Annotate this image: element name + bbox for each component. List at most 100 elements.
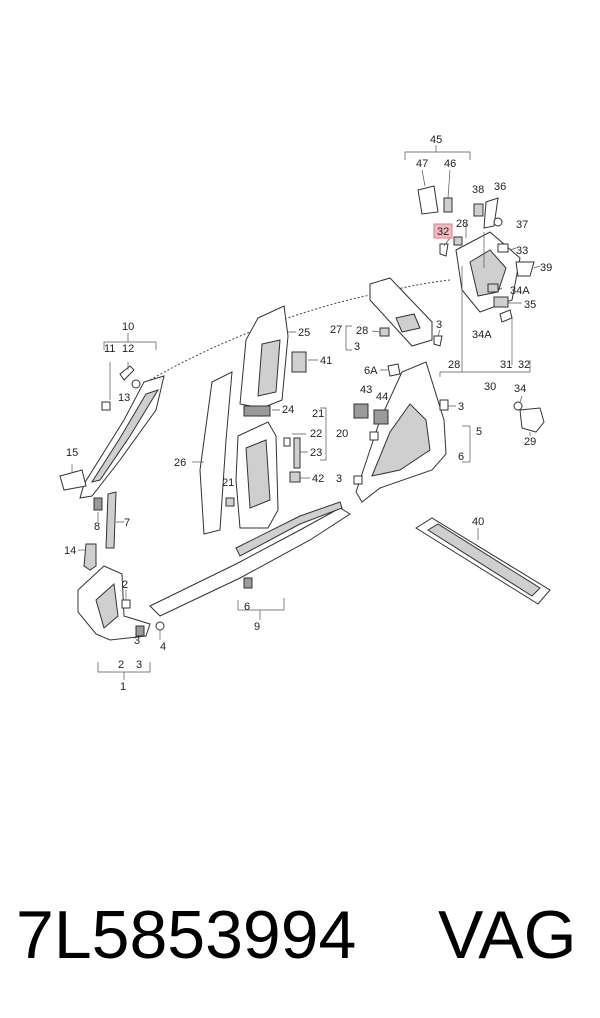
clip-44 — [373, 409, 389, 425]
clip-6b — [243, 577, 253, 589]
callout-46: 46 — [444, 158, 456, 170]
callout-23: 23 — [310, 447, 322, 459]
clip-11 — [101, 401, 111, 411]
callout-6b: 6 — [244, 601, 250, 613]
callout-35: 35 — [524, 299, 536, 311]
callout-8: 8 — [94, 521, 100, 533]
clip-22 — [283, 437, 291, 447]
callout-12: 12 — [122, 343, 134, 355]
trim-26 — [199, 371, 233, 535]
callout-33: 33 — [516, 245, 528, 257]
callout-21b: 21 — [222, 477, 234, 489]
callout-1: 1 — [120, 681, 126, 693]
callout-3e: 3 — [134, 635, 140, 647]
clip-2a — [121, 599, 131, 609]
part-7-8-group — [93, 491, 124, 549]
bracket-47 — [417, 185, 439, 215]
callout-24: 24 — [282, 404, 294, 416]
clip-34A-a — [487, 283, 499, 293]
bracket-41 — [291, 351, 307, 373]
part-27-group — [345, 277, 443, 351]
callout-9: 9 — [254, 621, 260, 633]
callout-13: 13 — [118, 392, 130, 404]
sill-trim-9-edge — [235, 501, 343, 557]
screw-46 — [443, 197, 453, 213]
clip-6a — [369, 431, 379, 441]
part-9-group — [149, 501, 351, 620]
part-40-group — [415, 517, 551, 605]
callout-6A: 6A — [364, 365, 378, 377]
callout-37: 37 — [516, 219, 528, 231]
callout-43: 43 — [360, 384, 372, 396]
callout-7: 7 — [124, 517, 130, 529]
strip-23 — [293, 437, 301, 469]
roof-line — [149, 279, 451, 381]
callout-27: 27 — [330, 324, 342, 336]
callout-45: 45 — [430, 134, 442, 146]
callout-28a: 28 — [456, 218, 468, 230]
callout-10: 10 — [122, 321, 134, 333]
b-pillar-lower-inner — [245, 439, 271, 509]
b-pillar-upper-inner — [257, 339, 281, 397]
callout-29: 29 — [524, 436, 536, 448]
screw-37 — [493, 217, 503, 227]
part-29-group — [513, 395, 545, 436]
latch-24 — [243, 405, 271, 417]
callout-4: 4 — [160, 641, 166, 653]
clip-28a — [453, 236, 463, 246]
callout-40: 40 — [472, 516, 484, 528]
clip-3c — [439, 399, 449, 411]
callout-14: 14 — [64, 545, 76, 557]
screw-34 — [513, 401, 523, 411]
callout-38: 38 — [472, 184, 484, 196]
callout-22: 22 — [310, 428, 322, 440]
b-pillar-lower-group — [235, 405, 327, 529]
callout-42: 42 — [312, 473, 324, 485]
callout-30: 30 — [484, 381, 496, 393]
callout-25: 25 — [298, 327, 310, 339]
callout-15: 15 — [66, 447, 78, 459]
callout-3f: 3 — [136, 659, 142, 671]
clip-42 — [289, 471, 301, 483]
a-pillar-inner — [90, 389, 160, 483]
lower-a-pillar-inner — [95, 582, 119, 629]
clip-38 — [473, 203, 484, 217]
footer: 7L5853994 VAG — [0, 880, 600, 990]
trim-5-inner — [371, 403, 431, 477]
brand-label: VAG — [438, 897, 577, 973]
pin-34A-b — [499, 309, 513, 323]
callout-26: 26 — [174, 457, 186, 469]
sill-40-inner — [427, 523, 541, 597]
callout-47: 47 — [416, 158, 428, 170]
part-45-group — [404, 145, 471, 215]
callout-34A-a: 34A — [510, 285, 530, 297]
sill-trim-9 — [149, 507, 351, 617]
callout-31: 31 — [500, 359, 512, 371]
callout-21a: 21 — [312, 408, 324, 420]
callout-32: 32 — [437, 226, 449, 238]
clip-6A — [387, 363, 401, 377]
callout-32b: 32 — [518, 359, 530, 371]
callout-2b: 2 — [118, 659, 124, 671]
clip-33 — [497, 243, 509, 253]
clip-21b — [225, 497, 235, 507]
clip-35 — [493, 296, 509, 308]
b-pillar-upper-group — [239, 305, 318, 409]
callout-5: 5 — [476, 426, 482, 438]
part-5-group — [353, 361, 471, 503]
callout-2a: 2 — [122, 579, 128, 591]
bracket-14 — [83, 543, 97, 571]
callout-3d: 3 — [336, 473, 342, 485]
callout-36: 36 — [494, 181, 506, 193]
part-1-group — [77, 565, 165, 680]
clip-28c — [379, 327, 390, 337]
callout-3b: 3 — [436, 319, 442, 331]
callout-labels: 45 47 46 38 36 37 28 32 33 39 34A 35 34A… — [64, 134, 552, 693]
callout-41: 41 — [320, 355, 332, 367]
highlight-box-32 — [433, 223, 453, 239]
trim-27-handle — [395, 313, 421, 333]
strip-7 — [105, 491, 117, 549]
callout-3a: 3 — [354, 341, 360, 353]
pin-12 — [119, 365, 135, 381]
callout-28b: 28 — [448, 359, 460, 371]
